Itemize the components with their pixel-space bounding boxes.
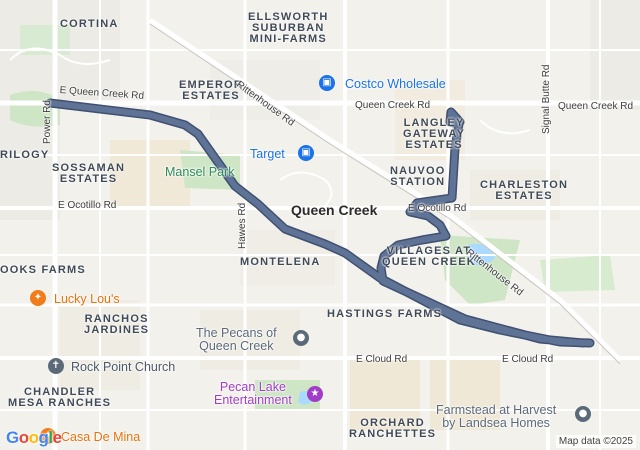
poi-label-costco[interactable]: Costco Wholesale xyxy=(345,77,446,91)
poi-label-pecan-lake[interactable]: Pecan Lake Entertainment xyxy=(214,380,292,407)
road-label-queen-creek-mid: Queen Creek Rd xyxy=(355,100,431,111)
route-main-line xyxy=(47,100,593,346)
poi-label-casa-de-mina[interactable]: Casa De Mina xyxy=(61,430,141,444)
area-label-emperor-estates: EMPEROR ESTATES xyxy=(179,79,244,102)
place-icon[interactable]: ● xyxy=(293,330,309,346)
fork-knife-icon[interactable]: ✦ xyxy=(40,428,56,444)
city-label-queen-creek: Queen Creek xyxy=(291,202,378,218)
google-logo[interactable]: Google xyxy=(6,428,62,448)
road-label-ocotillo-east: E Ocotillo Rd xyxy=(408,203,467,214)
road-label-power: Power Rd xyxy=(42,100,53,144)
area-label-ranchos-jardines: RANCHOS JARDINES xyxy=(84,313,150,336)
area-label-montelena: MONTELENA xyxy=(240,256,321,268)
poi-label-pecans-queen-creek[interactable]: The Pecans of Queen Creek xyxy=(196,326,277,353)
route-outline xyxy=(45,98,595,348)
area-label-sossaman-estates: SOSSAMAN ESTATES xyxy=(52,162,126,185)
area-label-nauvoo-station: NAUVOO STATION xyxy=(390,165,446,188)
route-polyline xyxy=(45,98,595,348)
poi-label-lucky-lous[interactable]: Lucky Lou's xyxy=(54,292,120,306)
road-label-hawes: Hawes Rd xyxy=(237,202,248,249)
poi-label-rock-point-church[interactable]: Rock Point Church xyxy=(71,360,176,374)
map-attribution[interactable]: Map data ©2025 xyxy=(555,435,636,448)
road-label-cloud-west: E Cloud Rd xyxy=(356,354,408,365)
road-label-cloud-east: E Cloud Rd xyxy=(502,354,554,365)
area-label-villages-queen-creek: VILLAGES AT QUEEN CREEK xyxy=(382,245,476,268)
area-label-charleston-estates: CHARLESTON ESTATES xyxy=(480,179,569,202)
area-label-chandler-mesa-ranches: CHANDLER MESA RANCHES xyxy=(8,386,112,409)
road-label-ocotillo-west: E Ocotillo Rd xyxy=(58,200,117,211)
place-icon[interactable]: ● xyxy=(575,406,591,422)
fork-knife-icon[interactable]: ✦ xyxy=(30,290,46,306)
road-label-signal-butte: Signal Butte Rd xyxy=(541,64,552,135)
area-label-orchard-ranchettes: ORCHARD RANCHETTES xyxy=(349,417,437,440)
area-label-brooks-farms: OOKS FARMS xyxy=(0,264,86,276)
google-logo-text: Google xyxy=(6,428,62,447)
poi-label-mansel-park[interactable]: Mansel Park xyxy=(165,165,235,179)
area-label-ellsworth: ELLSWORTH SUBURBAN MINI-FARMS xyxy=(248,11,329,45)
area-label-hastings-farms: HASTINGS FARMS xyxy=(327,308,443,320)
poi-label-farmstead-harvest[interactable]: Farmstead at Harvest by Landsea Homes xyxy=(436,403,557,430)
road-label-queen-creek-east: Queen Creek Rd xyxy=(558,101,634,112)
ticket-icon[interactable]: ★ xyxy=(307,386,323,402)
area-label-trilogy: RILOGY xyxy=(0,149,50,161)
shopping-bag-icon[interactable]: ▣ xyxy=(298,145,314,161)
area-label-cortina: CORTINA xyxy=(60,18,119,30)
cross-icon[interactable]: ✝ xyxy=(48,358,64,374)
poi-label-target[interactable]: Target xyxy=(250,147,285,161)
shopping-bag-icon[interactable]: ▣ xyxy=(319,75,335,91)
area-label-langley-gateway: LANGLEY GATEWAY ESTATES xyxy=(403,117,466,151)
